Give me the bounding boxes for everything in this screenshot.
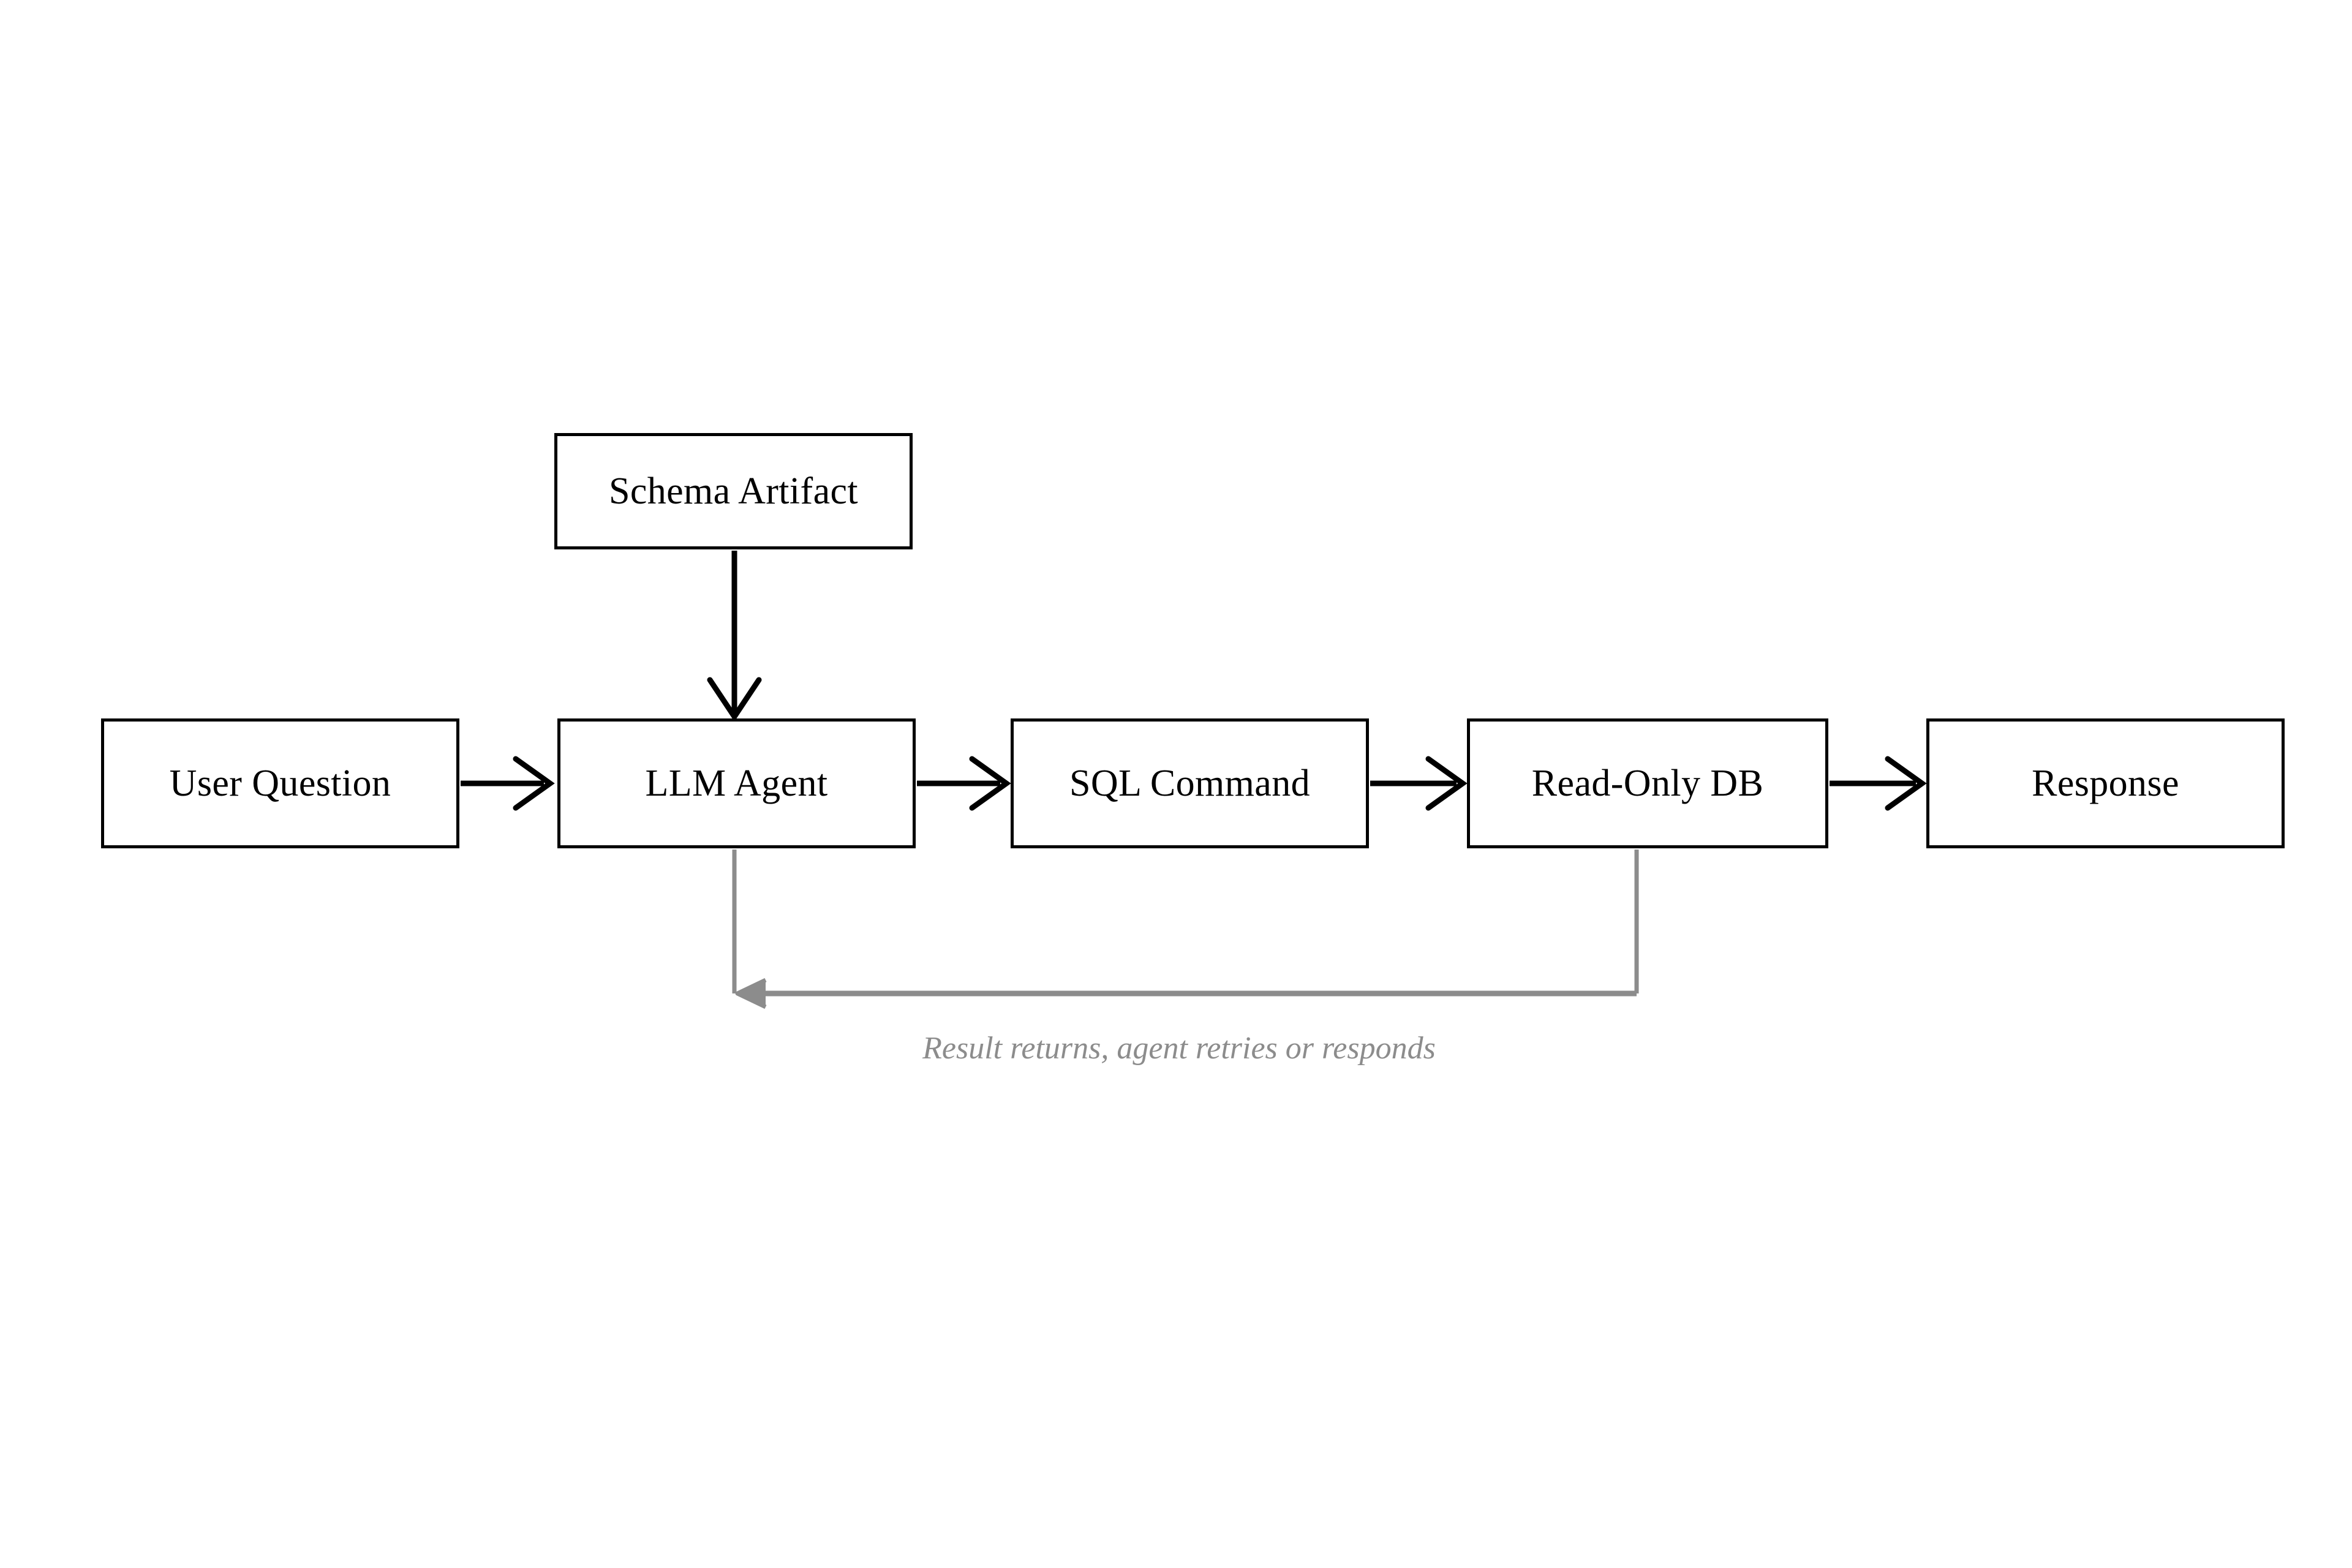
node-llm-agent-label: LLM Agent [645,762,828,804]
node-llm-agent[interactable]: LLM Agent [557,718,916,848]
node-sql-command-label: SQL Command [1069,762,1311,804]
edge-feedback-loop [732,850,1639,1009]
node-read-only-db[interactable]: Read-Only DB [1467,718,1828,848]
edge-user-question-to-llm-agent [461,756,555,811]
node-schema-artifact[interactable]: Schema Artifact [554,433,913,549]
edge-llm-agent-to-sql-command [917,756,1011,811]
node-sql-command[interactable]: SQL Command [1011,718,1369,848]
node-user-question-label: User Question [169,762,391,804]
edge-read-only-db-to-response [1830,756,1927,811]
node-response-label: Response [2032,762,2179,804]
node-schema-artifact-label: Schema Artifact [608,470,859,512]
node-read-only-db-label: Read-Only DB [1531,762,1764,804]
node-response[interactable]: Response [1926,718,2285,848]
feedback-loop-caption: Result returns, agent retries or respond… [922,1031,1436,1066]
edge-sql-command-to-read-only-db [1370,756,1468,811]
node-user-question[interactable]: User Question [101,718,459,848]
edge-schema-artifact-to-llm-agent [707,551,762,722]
